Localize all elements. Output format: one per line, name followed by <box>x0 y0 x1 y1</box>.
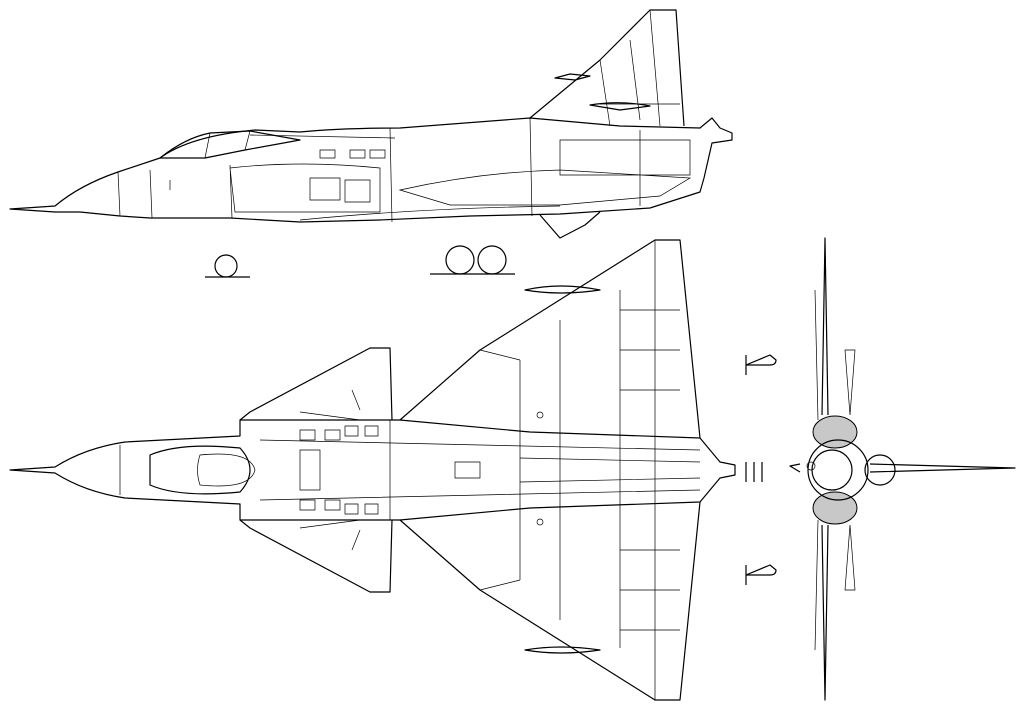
front-fuselage-ring <box>807 439 869 501</box>
side-view <box>9 9 733 278</box>
side-wheel-nose <box>214 254 238 278</box>
side-canopy <box>159 130 301 159</box>
store-symbols <box>745 354 777 585</box>
top-view <box>9 239 736 701</box>
front-radome <box>811 449 853 491</box>
top-store-lower <box>524 646 601 654</box>
side-canopy-frame <box>204 130 251 159</box>
front-wing-left <box>789 463 801 473</box>
top-detail-circle-2 <box>536 518 544 526</box>
side-pylon-store <box>554 73 651 111</box>
top-canard-lower <box>239 519 393 593</box>
front-wing <box>869 463 1016 473</box>
store-symbol-1 <box>745 354 777 375</box>
top-wing-panel-lines <box>299 240 680 700</box>
top-detail-circle-1 <box>536 411 544 419</box>
top-fuselage-outline <box>9 419 736 521</box>
top-fuselage-detail <box>119 420 701 520</box>
side-tail-detail <box>599 9 680 127</box>
front-intake-upper <box>812 415 858 449</box>
side-wheel-main-2 <box>477 245 507 275</box>
side-vertical-tail <box>529 9 685 127</box>
top-canopy <box>149 445 251 495</box>
front-engine-fairing <box>864 454 896 486</box>
front-canards <box>814 289 856 651</box>
top-canopy-inner <box>197 453 256 487</box>
top-store-upper <box>524 285 601 294</box>
front-intake-lower <box>812 491 858 525</box>
store-symbol-3 <box>745 564 777 585</box>
front-vertical-fin <box>821 237 829 416</box>
front-ventral-fin <box>821 524 829 701</box>
store-symbol-2 <box>745 462 763 482</box>
side-wheel-main-1 <box>445 245 475 275</box>
side-panel-lines <box>117 117 692 223</box>
top-canard-upper <box>239 347 393 421</box>
side-ventral-fin <box>539 211 601 239</box>
front-view <box>789 237 1016 701</box>
side-fuselage-outline <box>9 117 733 223</box>
front-nose-probe <box>806 461 816 471</box>
